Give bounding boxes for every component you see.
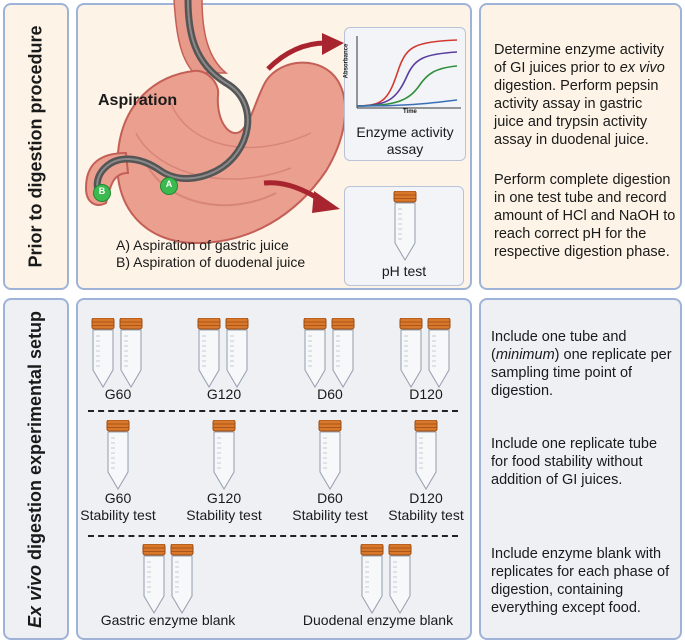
desc-prior-2: Perform complete digestion in one test t… [494,172,676,260]
sampling-tube-2-a [303,318,327,388]
desc-exvivo-1: Include one tube and (minimum) one repli… [491,329,672,399]
duodenal-blank-label: Duodenal enzyme blank [302,612,454,628]
stability-label-1: G120 [206,490,242,506]
stability-tube-1 [212,420,236,490]
marker-a [160,177,178,195]
stability-suffix-0: Stability test [80,507,156,523]
assay-chart [356,36,461,109]
desc-prior-1: Determine enzyme activity of GI juices p… [494,42,665,148]
ph-caption: pH test [381,263,427,279]
desc-exvivo-2: Include one replicate tube for food stab… [491,436,658,488]
gastric-blank-tube-b [170,544,194,614]
description-panel-exvivo: Include one tube and (minimum) one repli… [479,298,682,640]
assay-caption-1: Enzyme activity [356,124,454,140]
assay-box: Absorbance Time Enzyme activity assay [343,27,466,161]
arrow-to-assay [266,33,344,71]
gastric-blank-label: Gastric enzyme blank [100,612,236,628]
sampling-label-1: G120 [206,386,242,402]
sampling-tube-2-b [331,318,355,388]
description-panel-prior: Determine enzyme activity of GI juices p… [479,3,682,290]
stability-label-0: G60 [104,490,132,506]
marker-b [93,184,111,202]
marker-b-label: B [98,186,106,196]
ph-tube-icon [393,191,417,261]
stomach-illustration [84,0,347,245]
arrow-to-ph [263,180,340,213]
stability-tube-2 [318,420,342,490]
assay-xlabel: Time [403,109,417,115]
sampling-tube-3-b [427,318,451,388]
side-label-exvivo: Ex vivo digestion experimental setup [25,310,46,628]
sampling-tube-3-a [399,318,423,388]
sampling-label-2: D60 [317,386,343,402]
desc-exvivo-3: Include enzyme blank with replicates for… [491,546,670,616]
stability-suffix-3: Stability test [388,507,464,523]
duodenal-blank-tube-b [388,544,412,614]
legend-a: A) Aspiration of gastric juice [116,237,289,253]
sampling-tube-0-a [91,318,115,388]
gastric-blank-tube-a [142,544,166,614]
sampling-tube-0-b [119,318,143,388]
stability-label-2: D60 [317,490,343,506]
assay-caption-2: assay [386,141,424,157]
sampling-label-3: D120 [409,386,443,402]
side-label-prior: Prior to digestion procedure [25,25,46,268]
sampling-tube-1-a [197,318,221,388]
stability-tube-0 [106,420,130,490]
aspiration-panel: Aspiration B A A) Aspiration of gastric … [76,0,472,290]
sampling-label-0: G60 [104,386,132,402]
stability-suffix-2: Stability test [292,507,368,523]
duodenal-blank-tube-a [360,544,384,614]
side-panel-prior: Prior to digestion procedure [3,3,69,290]
aspiration-title: Aspiration [98,92,178,109]
stability-suffix-1: Stability test [186,507,262,523]
assay-ylabel: Absorbance [343,43,350,79]
marker-a-label: A [165,179,173,189]
stability-tube-3 [414,420,438,490]
divider-1 [88,410,458,412]
side-panel-exvivo: Ex vivo digestion experimental setup [3,298,69,640]
ph-box: pH test [344,186,464,286]
divider-2 [88,535,458,537]
stability-label-3: D120 [409,490,443,506]
sampling-tube-1-b [225,318,249,388]
legend-b: B) Aspiration of duodenal juice [116,254,306,270]
